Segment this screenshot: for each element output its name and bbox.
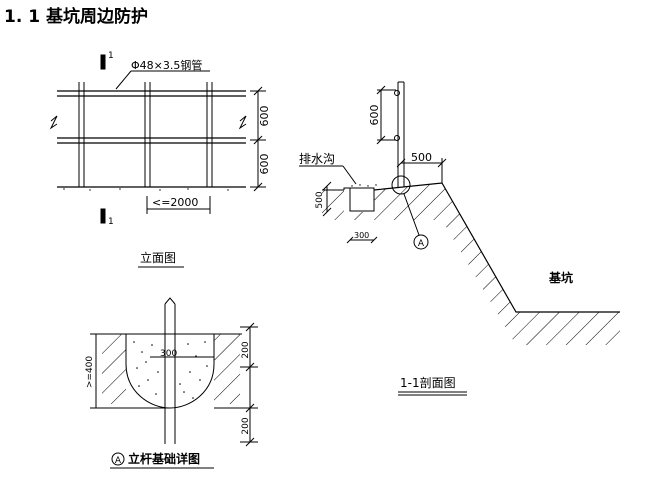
right-dim-upper-text: 200 <box>241 341 251 358</box>
right-dim-lower-text: 200 <box>241 417 251 434</box>
detail-callout-ring <box>391 175 411 195</box>
right-dim-tick-1 <box>245 322 255 332</box>
soil-hatch <box>322 183 620 345</box>
drain-label: 排水沟 <box>299 152 335 166</box>
right-dim-tick-4 <box>245 437 255 447</box>
depth-dim-text: >=400 <box>85 356 95 389</box>
slope-profile <box>373 182 620 313</box>
pipe-label: Φ48×3.5钢管 <box>131 58 202 72</box>
break-mark-left <box>49 115 58 130</box>
section-view: 600 500 排水沟 500 300 A 基坑 1-1剖面图 <box>299 81 620 396</box>
elevation-caption: 立面图 <box>140 250 176 265</box>
rail-connector-mid <box>394 135 400 141</box>
section-mark-bottom-bar <box>100 208 106 224</box>
soil-hatch-right <box>214 334 240 404</box>
rail-dim-tick-top <box>376 85 386 95</box>
elevation-view: 1 Φ48×3.5钢管 600 <box>49 51 271 268</box>
dim-tick-mid <box>253 135 263 145</box>
footing-callout-letter: A <box>115 456 122 466</box>
footing-callout-circle <box>111 452 125 466</box>
drain-trench <box>349 187 375 212</box>
width-dim-text: 300 <box>160 349 177 359</box>
drain-texture <box>351 184 377 187</box>
page-heading: 1. 1 基坑周边防护 <box>4 7 148 27</box>
drain-width-tick-right <box>370 236 378 244</box>
drain-edge-left <box>343 187 350 190</box>
pit-label: 基坑 <box>548 270 573 285</box>
drain-depth-tick-top <box>322 181 332 191</box>
break-mark-right <box>238 115 247 130</box>
offset-dim-text: 500 <box>411 151 432 164</box>
rail-connector-top <box>394 90 400 96</box>
section-mark-top-number: 1 <box>108 51 114 61</box>
footing-detail-view: 300 >=400 200 200 A 立杆基础详图 <box>85 297 258 469</box>
drain-width-text: 300 <box>354 231 369 240</box>
spacing-label: <=2000 <box>152 196 198 209</box>
soil-hatch-left <box>102 334 126 404</box>
section-mark-bottom-number: 1 <box>108 217 114 227</box>
drain-depth-tick-bottom <box>322 207 332 217</box>
dim-upper-text: 600 <box>258 106 271 127</box>
section-mark-top-bar <box>100 54 106 70</box>
offset-dim-tick-right <box>437 158 447 168</box>
offset-dim-tick-left <box>396 158 406 168</box>
right-dim-tick-3 <box>245 403 255 413</box>
right-dim-tick-2 <box>245 362 255 372</box>
rail-dim-tick-bottom <box>376 135 386 145</box>
dim-tick-bottom <box>253 182 263 192</box>
drain-label-leader <box>342 165 357 185</box>
drain-depth-text: 500 <box>315 191 325 208</box>
concrete-footing <box>125 333 215 409</box>
ground-texture <box>63 188 229 191</box>
dim-lower-text: 600 <box>258 154 271 175</box>
post-top-break <box>164 297 176 305</box>
rail-dim-text: 600 <box>368 105 381 126</box>
concrete-texture <box>133 341 208 399</box>
detail-callout-letter: A <box>418 239 425 249</box>
detail-callout-circle <box>413 234 429 250</box>
section-caption: 1-1剖面图 <box>400 376 456 390</box>
drain-width-tick-left <box>346 236 354 244</box>
detail-callout-leader <box>403 193 420 236</box>
dim-tick-top <box>253 86 263 96</box>
pipe-label-leader <box>115 70 132 90</box>
footing-caption: 立杆基础详图 <box>128 451 200 466</box>
